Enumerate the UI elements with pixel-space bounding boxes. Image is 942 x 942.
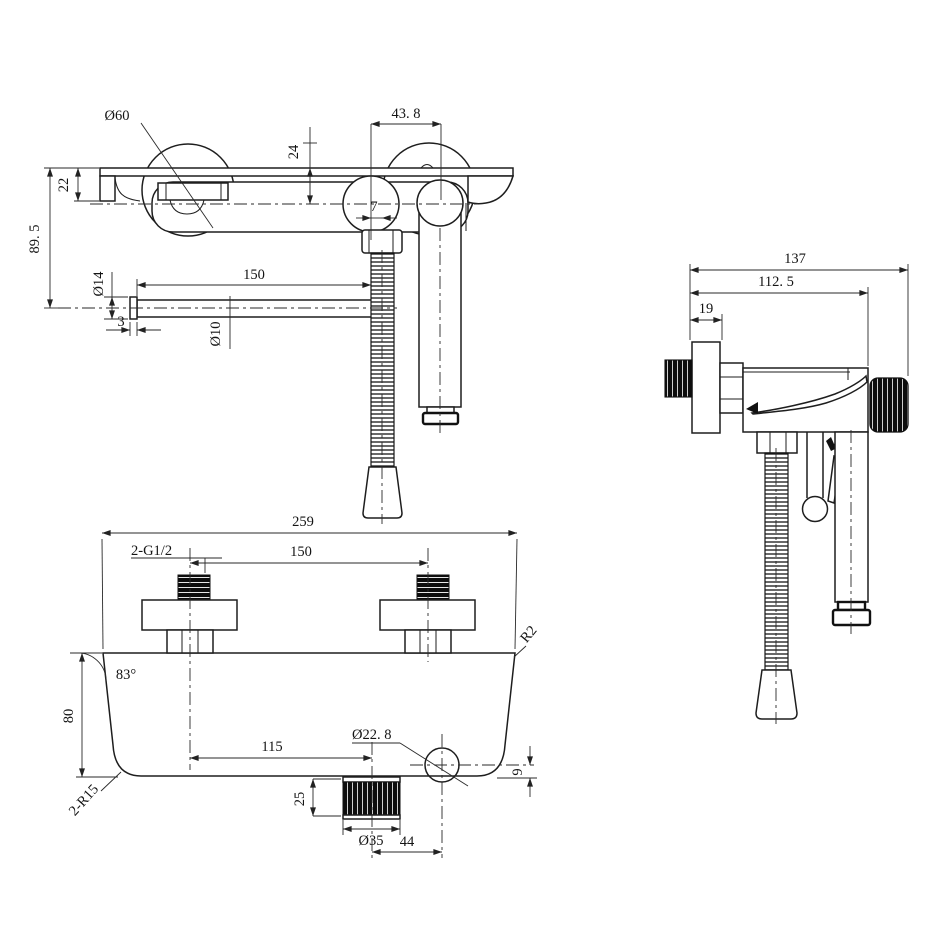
dim-80-label: 80 xyxy=(61,709,77,724)
dim-dia35-label: Ø35 xyxy=(359,833,384,849)
shower-hose-front xyxy=(362,252,403,519)
dim-dia60-label: Ø60 xyxy=(105,108,130,124)
dim-259-label: 259 xyxy=(292,514,314,530)
dim-19-label: 19 xyxy=(699,301,714,317)
dim-dia10-label: Ø10 xyxy=(208,322,224,347)
shower-hose-side xyxy=(755,452,798,720)
side-view: 137 112. 5 19 xyxy=(664,251,909,724)
hand-shower-wand-side xyxy=(831,431,872,627)
temperature-knob-side xyxy=(869,377,909,433)
dim-112-5-label: 112. 5 xyxy=(758,274,794,290)
dim-89-5-label: 89. 5 xyxy=(27,225,43,254)
inlet-left-plan xyxy=(141,574,238,654)
hex-nut-side xyxy=(719,362,744,414)
dim-2-r15-label: 2-R15 xyxy=(66,782,102,820)
dim-150-front-label: 150 xyxy=(243,267,265,283)
bottom-view: 259 2-G1/2 150 R2 83° 80 115 Ø22. 8 9 xyxy=(61,514,541,858)
hose-fitting-front xyxy=(361,229,403,254)
dim-150-bottom-label: 150 xyxy=(290,544,312,560)
body-plan-outline xyxy=(102,652,516,777)
dim-43-8-label: 43. 8 xyxy=(392,106,421,122)
dim-7-label: 7 xyxy=(370,199,377,215)
front-dimensions: 43. 8 24 22 89. 5 Ø14 150 3 xyxy=(27,106,442,349)
handle-end-cap xyxy=(421,406,460,426)
inlet-nipple-side xyxy=(664,359,693,398)
inlet-right-plan xyxy=(379,574,476,654)
dim-25-label: 25 xyxy=(292,792,308,807)
dim-3-label: 3 xyxy=(117,314,124,330)
bottom-centerlines xyxy=(189,548,534,858)
dim-thread-label: 2-G1/2 xyxy=(131,543,172,559)
dim-dia22-8-label: Ø22. 8 xyxy=(352,727,391,743)
dim-r2-label: R2 xyxy=(517,623,540,646)
side-dimensions: 137 112. 5 19 xyxy=(689,251,909,376)
dim-24-label: 24 xyxy=(286,144,302,159)
dim-9-label: 9 xyxy=(510,768,526,775)
dim-83-label: 83° xyxy=(116,667,137,683)
lever-handle-side xyxy=(746,374,868,415)
valve-body-side xyxy=(742,367,869,433)
holder-arm-side xyxy=(801,432,829,523)
dim-44-label: 44 xyxy=(400,834,415,850)
front-view: 43. 8 24 22 89. 5 Ø14 150 3 xyxy=(27,106,515,524)
outlet-boss-plan xyxy=(342,776,401,820)
wall-plate-side xyxy=(691,341,721,434)
lever-tip xyxy=(746,402,758,414)
side-centerlines xyxy=(775,430,852,724)
hose-nut-side xyxy=(756,431,798,454)
front-centerlines xyxy=(58,203,478,524)
dim-115-label: 115 xyxy=(261,739,282,755)
dim-22-label: 22 xyxy=(56,178,72,193)
dim-dia14-label: Ø14 xyxy=(91,271,107,297)
dim-137-label: 137 xyxy=(784,251,806,267)
